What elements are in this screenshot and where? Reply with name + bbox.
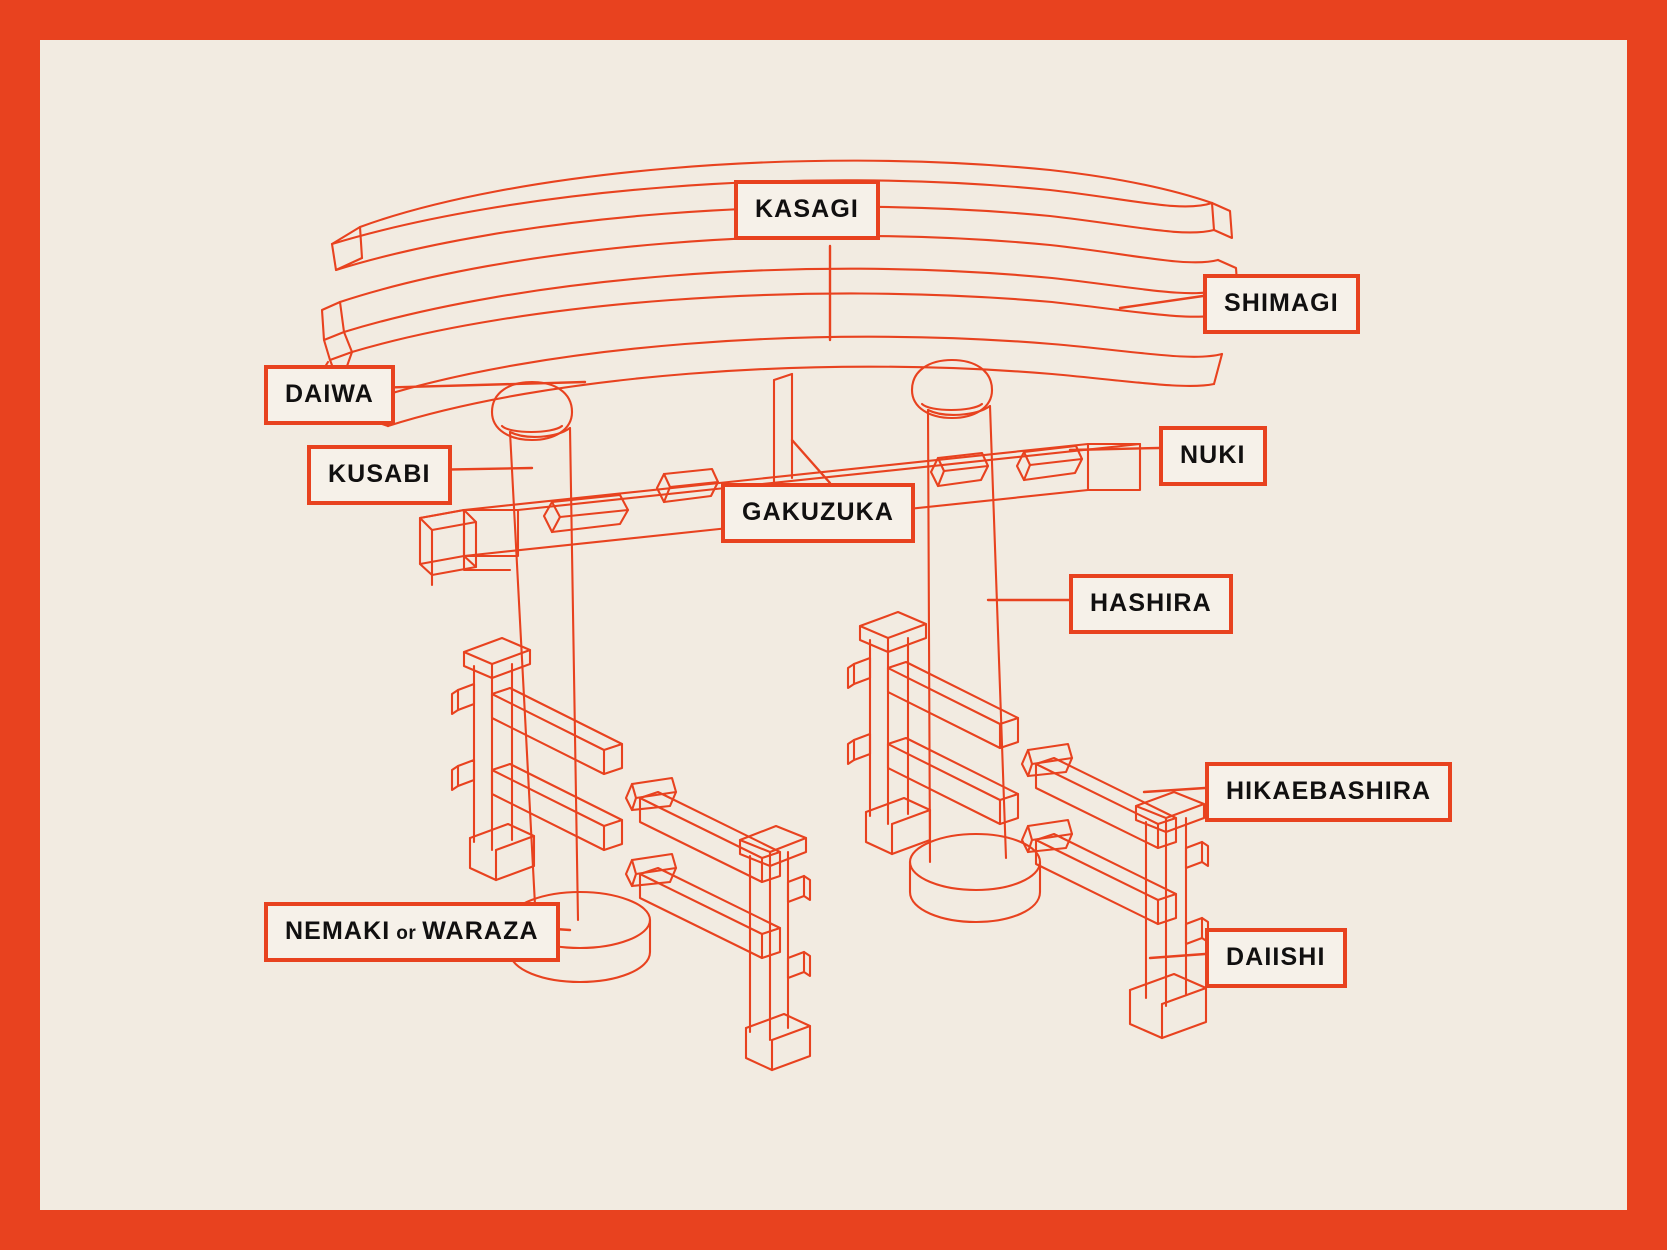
kusabi-right-front (1015, 444, 1084, 482)
label-daiwa-text: DAIWA (285, 380, 374, 408)
label-kasagi-text: KASAGI (755, 195, 859, 223)
label-waraza-text: WARAZA (422, 917, 539, 945)
kasagi-underboard (316, 335, 1224, 428)
leader-hikaebashira (1142, 786, 1207, 794)
fence-right-rear (846, 610, 1020, 856)
label-kusabi-text: KUSABI (328, 460, 431, 488)
leader-shimagi (1118, 294, 1205, 310)
label-hashira-text: HASHIRA (1090, 589, 1212, 617)
fence-front-right (1020, 742, 1178, 926)
label-nuki[interactable]: NUKI (1159, 426, 1267, 486)
gakuzuka-strut (772, 372, 794, 486)
kusabi-end-block (418, 508, 512, 587)
daiwa-left (490, 380, 574, 442)
hashira-left-pillar (508, 426, 580, 926)
leader-nuki (1068, 446, 1161, 452)
label-shimagi-text: SHIMAGI (1224, 289, 1339, 317)
label-shimagi[interactable]: SHIMAGI (1203, 274, 1360, 334)
fence-front-left (624, 776, 812, 1072)
label-daiishi-text: DAIISHI (1226, 943, 1326, 971)
leader-daiwa (368, 380, 587, 390)
label-daiwa[interactable]: DAIWA (264, 365, 395, 425)
fence-left-rear (450, 636, 624, 882)
label-hikaebashira-text: HIKAEBASHIRA (1226, 777, 1432, 805)
label-kusabi[interactable]: KUSABI (307, 445, 452, 505)
kusabi-left-front (542, 493, 630, 534)
label-gakuzuka-text: GAKUZUKA (742, 498, 895, 526)
nemaki-right-base (908, 832, 1042, 924)
label-hikaebashira[interactable]: HIKAEBASHIRA (1205, 762, 1453, 822)
hashira-right-pillar (926, 404, 1008, 864)
diagram-canvas: KASAGI SHIMAGI DAIWA KUSABI NUKI GAKUZUK… (40, 40, 1627, 1210)
leader-gakuzuka (790, 438, 832, 485)
label-gakuzuka[interactable]: GAKUZUKA (721, 483, 916, 543)
hikaebashira-post (1134, 790, 1210, 1008)
label-nemaki-text: NEMAKI (285, 917, 391, 945)
label-nemaki-or-waraza[interactable]: NEMAKI or WARAZA (264, 902, 560, 962)
daiwa-right (910, 358, 994, 420)
label-nuki-text: NUKI (1180, 441, 1246, 469)
leader-daiishi (1148, 952, 1207, 960)
shimagi-beam (320, 234, 1242, 362)
label-kasagi[interactable]: KASAGI (734, 180, 880, 240)
kusabi-right-rear (929, 451, 990, 488)
label-nemaki-conjunction: or (390, 923, 423, 944)
label-hashira[interactable]: HASHIRA (1069, 574, 1233, 634)
label-daiishi[interactable]: DAIISHI (1205, 928, 1347, 988)
daiishi-base-stone (1128, 972, 1208, 1040)
kusabi-left-rear (655, 467, 720, 504)
